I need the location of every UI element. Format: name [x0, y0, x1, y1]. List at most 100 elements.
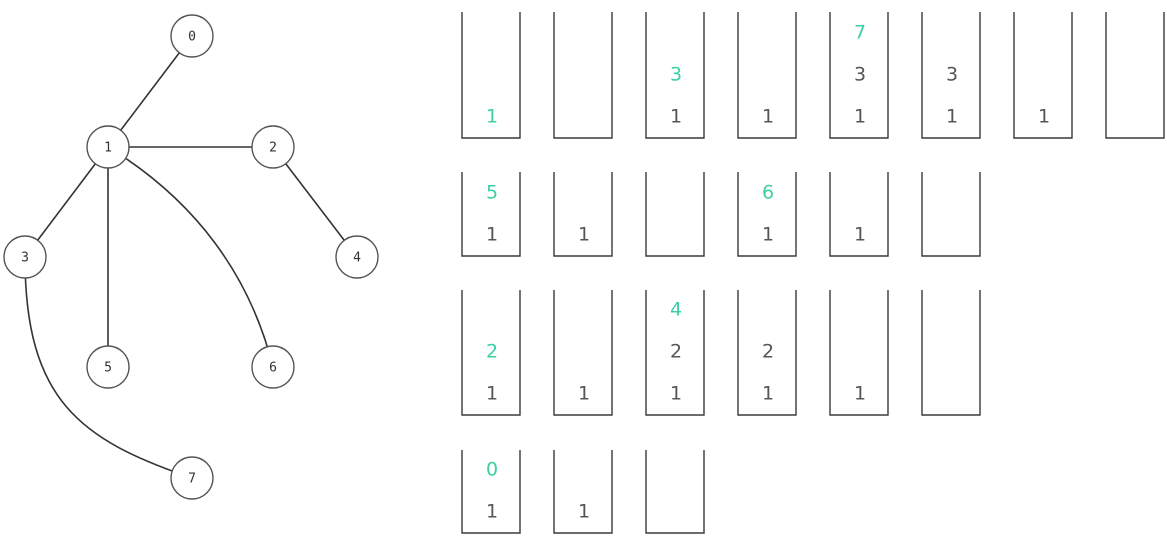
- graph-edges: [24, 35, 358, 479]
- stack-container: [553, 290, 613, 416]
- stack-top-value: 7: [854, 22, 866, 44]
- stack-value: 1: [854, 106, 866, 128]
- stack-value: 1: [486, 383, 498, 405]
- stack-frame: 10: [461, 450, 521, 534]
- stack-frame: 13: [645, 12, 705, 139]
- stack-frame: [921, 290, 981, 416]
- stack-container: [461, 450, 521, 534]
- graph-nodes: 0 1 2 3 4 5 6 7: [3, 14, 379, 500]
- stack-container: [921, 12, 981, 139]
- graph-node-6: 6: [251, 345, 295, 389]
- stack-container: [1013, 12, 1073, 139]
- stack-value: 1: [486, 224, 498, 246]
- graph-node-circle: [86, 125, 130, 169]
- stack-value: 3: [854, 64, 866, 86]
- stack-container: [645, 12, 705, 139]
- stack-frame: 16: [737, 172, 797, 257]
- stack-container: [645, 172, 705, 257]
- stack-container: [645, 290, 705, 416]
- stack-value: 2: [762, 341, 774, 363]
- stack-container: [645, 450, 705, 534]
- graph-edge-0-1: [107, 35, 193, 148]
- graph-node-label: 1: [104, 141, 112, 156]
- graph-node-circle: [3, 235, 47, 279]
- graph-node-circle: [251, 345, 295, 389]
- graph-node-circle: [170, 456, 214, 500]
- stack-container: [921, 290, 981, 416]
- stack-value: 1: [762, 383, 774, 405]
- graph-node-label: 6: [269, 361, 277, 376]
- stack-value: 1: [854, 383, 866, 405]
- stack-frame: 1: [553, 290, 613, 416]
- stack-container: [737, 12, 797, 139]
- stack-frame: [645, 450, 705, 534]
- graph-node-label: 0: [188, 30, 196, 45]
- stack-frame: 1: [829, 290, 889, 416]
- stack-value: 2: [670, 341, 682, 363]
- graph-node-circle: [251, 125, 295, 169]
- graph-node-label: 2: [269, 141, 277, 156]
- stack-frame: 1: [1013, 12, 1073, 139]
- stack-container: [829, 290, 889, 416]
- stack-frame: [645, 172, 705, 257]
- stack-value: 3: [946, 64, 958, 86]
- stack-container: [461, 290, 521, 416]
- graph-node-label: 4: [353, 251, 361, 266]
- stack-container: [737, 290, 797, 416]
- graph-node-2: 2: [251, 125, 295, 169]
- stack-frame: 12: [461, 290, 521, 416]
- stack-top-value: 5: [486, 182, 498, 204]
- stack-frame: 1: [553, 172, 613, 257]
- graph-edge-3-7: [24, 256, 193, 479]
- stack-top-value: 1: [486, 106, 498, 128]
- graph-node-3: 3: [3, 235, 47, 279]
- stack-frame: 15: [461, 172, 521, 257]
- stack-value: 1: [762, 106, 774, 128]
- graph-node-0: 0: [170, 14, 214, 58]
- stack-top-value: 2: [486, 341, 498, 363]
- stack-value: 1: [762, 224, 774, 246]
- graph-edge-2-4: [272, 146, 358, 258]
- stack-frame: 13: [921, 12, 981, 139]
- stack-value: 1: [1038, 106, 1050, 128]
- graph-edge-1-6: [107, 146, 274, 368]
- stack-value: 1: [578, 501, 590, 523]
- stack-top-value: 0: [486, 459, 498, 481]
- stack-frame: 1 2 4: [645, 290, 705, 416]
- stack-value: 1: [946, 106, 958, 128]
- stack-container: [1105, 12, 1165, 139]
- stack-frame: 1: [737, 12, 797, 139]
- stack-container: [461, 12, 521, 139]
- stack-value: 1: [854, 224, 866, 246]
- graph-node-circle: [170, 14, 214, 58]
- stack-frame: 1: [461, 12, 521, 139]
- stack-container: [553, 450, 613, 534]
- stack-top-value: 4: [670, 299, 682, 321]
- graph-edge-1-3: [24, 146, 109, 258]
- graph-node-label: 7: [188, 472, 196, 487]
- stack-container: [553, 12, 613, 139]
- stack-container: [737, 172, 797, 257]
- graph-node-circle: [335, 235, 379, 279]
- stack-value: 1: [578, 224, 590, 246]
- graph-node-1: 1: [86, 125, 130, 169]
- graph-node-label: 5: [104, 361, 112, 376]
- stack-value: 1: [670, 383, 682, 405]
- graph-node-circle: [86, 345, 130, 389]
- graph-node-5: 5: [86, 345, 130, 389]
- stack-frame: [553, 12, 613, 139]
- graph-node-label: 3: [21, 251, 29, 266]
- stack-frame: [921, 172, 981, 257]
- stack-container: [461, 172, 521, 257]
- graph-node-7: 7: [170, 456, 214, 500]
- stack-container: [829, 12, 889, 139]
- stack-frame: 1: [553, 450, 613, 534]
- stack-top-value: 3: [670, 64, 682, 86]
- stack-frame: 1: [829, 172, 889, 257]
- stack-container: [829, 172, 889, 257]
- stack-container: [921, 172, 981, 257]
- stack-frame: [1105, 12, 1165, 139]
- stack-frame: 12: [737, 290, 797, 416]
